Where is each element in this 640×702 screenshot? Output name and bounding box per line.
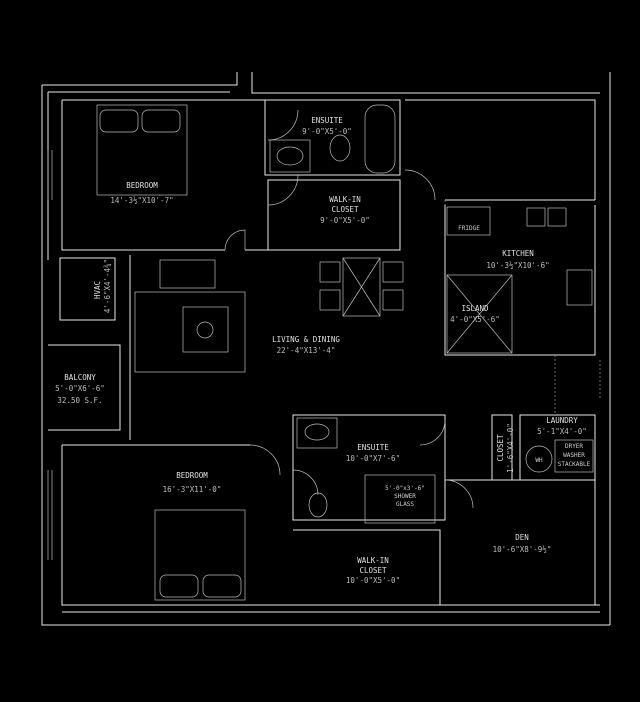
living-size: 22'-4"X13'-4" [277, 346, 336, 355]
wh-label: WH [535, 457, 543, 464]
glass-label: GLASS [396, 501, 414, 508]
kitchen-label: KITCHEN [502, 249, 534, 258]
bedroom2-size: 16'-3"X11'-0" [163, 485, 222, 494]
shower [364, 474, 436, 524]
bedroom1-label: BEDROOM [126, 181, 158, 190]
dryer-label: DRYER [565, 443, 583, 450]
island-size: 4'-0"X5'-6" [450, 315, 500, 324]
doors [224, 109, 601, 509]
walkin2-label: WALK-IN [357, 556, 389, 565]
ensuite2-size: 10'-0"X7'-6" [346, 454, 400, 463]
bedroom1-size: 14'-3½"X10'-7" [110, 196, 173, 205]
walkin1-label: WALK-IN [329, 195, 361, 204]
room-labels: BEDROOM 14'-3½"X10'-7" ENSUITE 9'-0"X5'-… [55, 116, 590, 585]
bed-top [96, 104, 188, 196]
fridge-label: FRIDGE [458, 225, 480, 232]
shower-size: 5'-0"x3'-6" [385, 485, 425, 492]
hvac-size: 4'-6"X4'-4¾" [103, 259, 112, 313]
laundry-size: 5'-1"X4'-0" [537, 427, 587, 436]
den-size: 10'-6"X8'-9½" [493, 545, 552, 554]
walkin1-label2: CLOSET [331, 205, 359, 214]
ensuite1-size: 9'-0"X5'-0" [302, 127, 352, 136]
ensuite2-label: ENSUITE [357, 443, 389, 452]
hvac-label: HVAC [93, 281, 102, 299]
fridge [446, 206, 491, 236]
balcony-size: 5'-0"X6'-6" [55, 384, 105, 393]
walls [41, 72, 611, 626]
balcony-label: BALCONY [64, 373, 96, 382]
balcony-area: 32.50 S.F. [57, 396, 102, 405]
closet-size: 1'-6"X4'-0" [506, 423, 515, 473]
walkin2-size: 10'-0"X5'-0" [346, 576, 400, 585]
washer-label: WASHER [563, 452, 585, 459]
walkin1-size: 9'-0"X5'-0" [320, 216, 370, 225]
island-label: ISLAND [461, 304, 489, 313]
bathtub [364, 104, 396, 174]
living-label: LIVING & DINING [272, 335, 340, 344]
bedroom2-label: BEDROOM [176, 471, 208, 480]
den-label: DEN [515, 533, 529, 542]
water-heater [525, 445, 553, 473]
furniture [96, 104, 594, 601]
shower-label: SHOWER [394, 493, 416, 500]
walkin2-label2: CLOSET [359, 566, 387, 575]
stackable-label: STACKABLE [558, 461, 591, 468]
closet-label: CLOSET [496, 434, 505, 462]
kitchen-size: 10'-3½"X10'-6" [486, 261, 549, 270]
stove [566, 269, 593, 306]
bed-bottom [154, 509, 246, 601]
laundry-label: LAUNDRY [546, 416, 578, 425]
ensuite1-label: ENSUITE [311, 116, 343, 125]
